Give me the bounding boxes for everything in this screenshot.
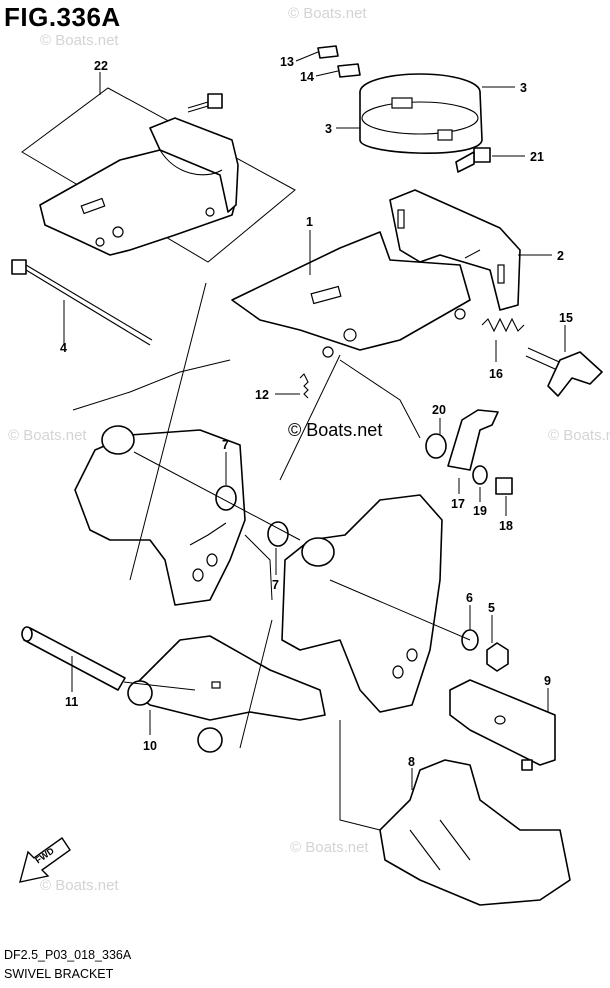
figure-title: FIG.336A (4, 2, 121, 32)
watermark-bottom: © Boats.net (290, 839, 369, 856)
bolt-22-head (207, 93, 223, 109)
lever-17 (447, 409, 499, 471)
bracket-1-body (231, 231, 471, 351)
pad-13 (317, 45, 339, 59)
bolt-18-head (495, 477, 513, 495)
fwd-arrow-icon (19, 837, 71, 883)
callout-21: 21 (530, 150, 544, 164)
callout-3-lower: 3 (325, 122, 332, 136)
callout-7-lower: 7 (272, 578, 279, 592)
spring-12 (299, 373, 309, 399)
swivel-arm-right (281, 494, 443, 713)
callout-18: 18 (499, 519, 513, 533)
callout-19: 19 (473, 504, 487, 518)
pad-14 (337, 63, 361, 78)
callout-12: 12 (255, 388, 269, 402)
watermark-bottom-left: © Boats.net (40, 877, 119, 894)
callout-8: 8 (408, 755, 415, 769)
callout-5: 5 (488, 601, 495, 615)
callout-16: 16 (489, 367, 503, 381)
callout-6: 6 (466, 591, 473, 605)
figure-code: DF2.5_P03_018_336A (4, 948, 132, 962)
callout-15: 15 (559, 311, 573, 325)
watermark-group: © Boats.net © Boats.net © Boats.net © Bo… (8, 5, 610, 894)
bracket-22-slot (80, 197, 106, 215)
swivel-arm-left (74, 425, 246, 606)
bolt-21 (455, 147, 491, 173)
callout-20: 20 (432, 403, 446, 417)
bolt-4 (11, 259, 153, 346)
callout-11: 11 (65, 695, 78, 709)
callout-13: 13 (280, 55, 294, 69)
nut-5 (486, 642, 509, 672)
callout-10: 10 (143, 739, 157, 753)
bracket-22-clamp (149, 117, 239, 213)
callout-9: 9 (544, 674, 551, 688)
assembly-22-inset (21, 87, 296, 263)
watermark-center: © Boats.net (288, 420, 382, 440)
callout-labels: 22 13 14 3 3 21 1 2 15 16 4 12 20 7 17 1… (60, 55, 573, 769)
washer-7-upper (215, 485, 237, 511)
circlip-20 (425, 433, 447, 459)
cover-9 (449, 679, 556, 771)
figure-name: SWIVEL BRACKET (4, 967, 114, 981)
lever-17-20 (425, 409, 513, 495)
watermark-right: © Boats.net (548, 427, 610, 444)
watermark-top: © Boats.net (288, 5, 367, 22)
callout-1: 1 (306, 215, 313, 229)
washer-7-lower (267, 521, 289, 547)
callout-14: 14 (300, 70, 314, 84)
thumb-screw-15 (525, 347, 603, 397)
watermark-top-left: © Boats.net (40, 32, 119, 49)
tilt-plate-10 (127, 635, 326, 753)
pads-13-14 (317, 45, 361, 78)
leader-lines (63, 51, 566, 790)
callout-3-upper: 3 (520, 81, 527, 95)
washer-19 (472, 465, 488, 485)
bracket-1 (231, 231, 471, 358)
spring-16 (481, 317, 525, 333)
fwd-arrow: FWD (19, 837, 71, 883)
watermark-left: © Boats.net (8, 427, 87, 444)
callout-17: 17 (451, 497, 465, 511)
callout-4: 4 (60, 341, 67, 355)
clamp-2 (389, 189, 521, 311)
callout-7-upper: 7 (222, 438, 229, 452)
callout-22: 22 (94, 59, 108, 73)
bushing-3 (359, 73, 483, 154)
callout-2: 2 (557, 249, 564, 263)
assembly-lines (72, 249, 481, 831)
pin-11 (21, 626, 126, 691)
lower-bracket-8 (379, 759, 571, 906)
